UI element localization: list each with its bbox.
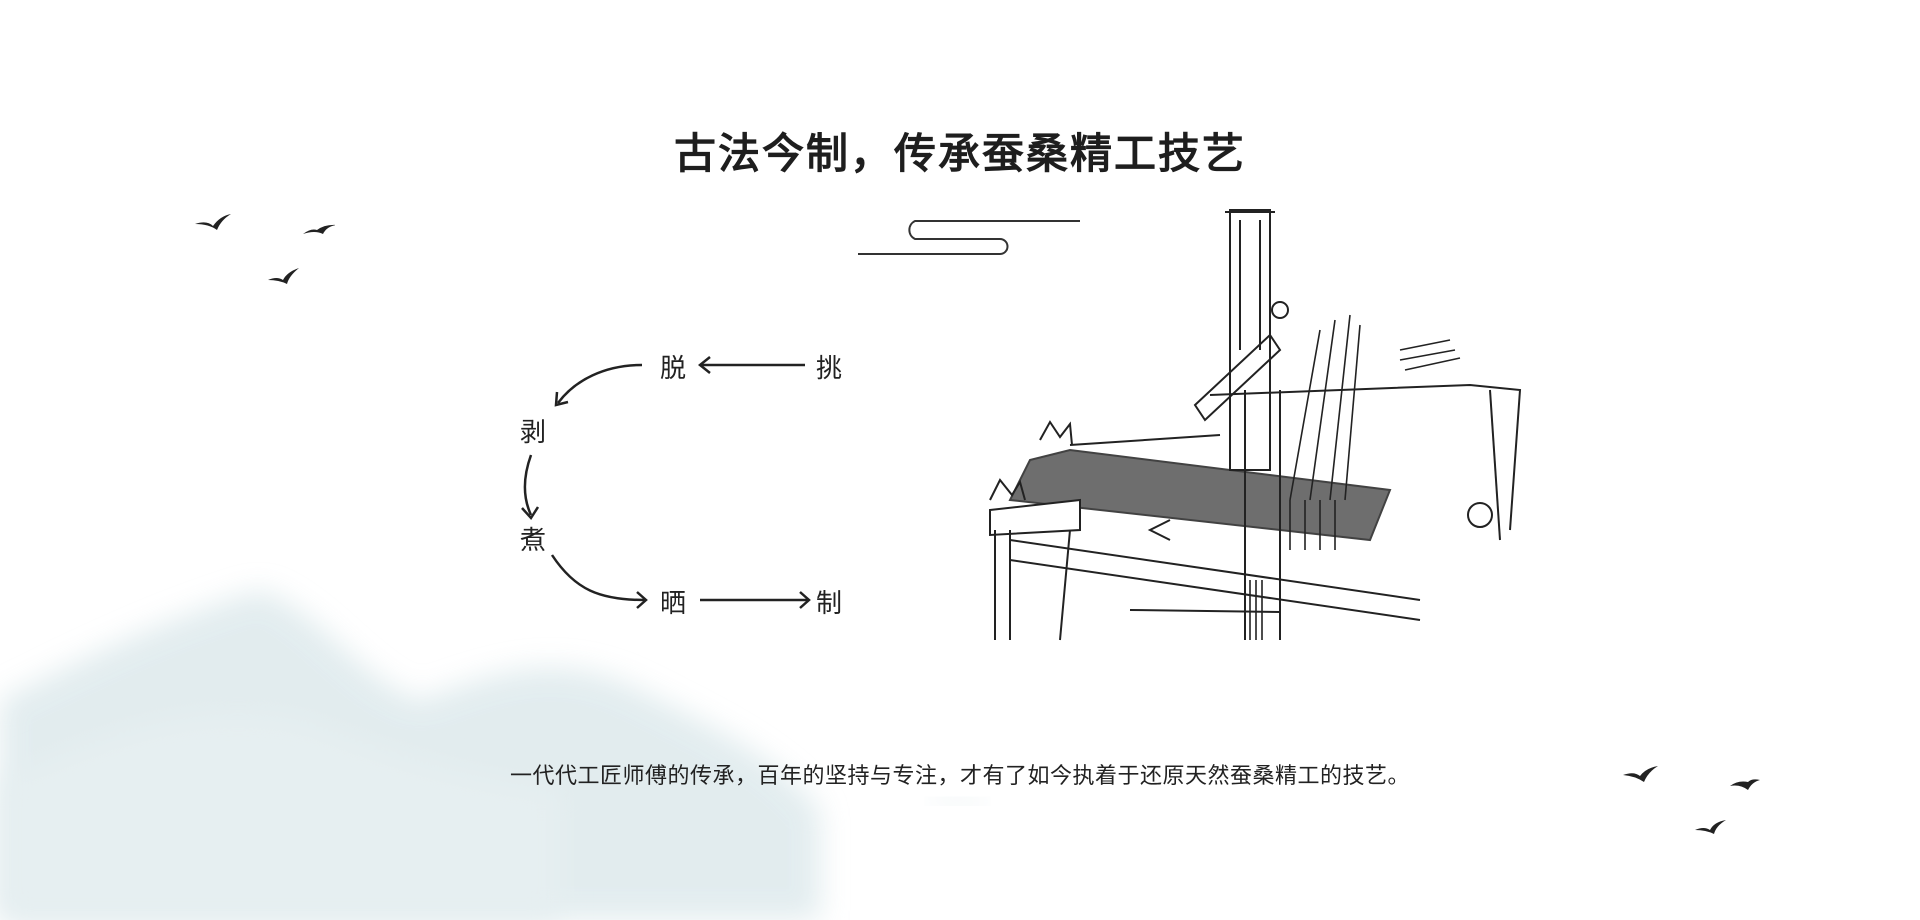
step-tiao: 挑 bbox=[816, 354, 843, 384]
step-zhu: 煮 bbox=[520, 526, 547, 556]
step-bo: 剥 bbox=[520, 418, 547, 448]
process-flow: 挑 脱 剥 煮 晒 制 bbox=[500, 330, 880, 630]
birds-icon bbox=[1623, 766, 1760, 834]
ink-mountain-background bbox=[0, 590, 987, 920]
cloud-line-ornament bbox=[858, 220, 1080, 255]
step-shai: 晒 bbox=[660, 589, 687, 619]
page-title: 古法今制，传承蚕桑精工技艺 bbox=[673, 129, 1246, 178]
weaver-figure bbox=[1467, 502, 1493, 528]
description-text: 一代代工匠师傅的传承，百年的坚持与专注，才有了如今执着于还原天然蚕桑精工的技艺。 bbox=[509, 764, 1410, 789]
step-tuo: 脱 bbox=[660, 354, 687, 384]
process-arrows bbox=[521, 356, 811, 609]
step-zhi: 制 bbox=[816, 589, 843, 619]
traditional-loom-illustration bbox=[989, 209, 1522, 641]
birds-icon bbox=[195, 214, 335, 284]
